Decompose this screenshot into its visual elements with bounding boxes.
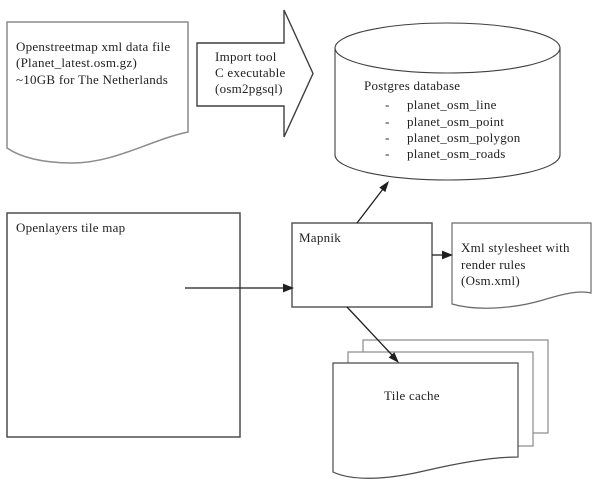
text-line: Openstreetmap xml data file [16,39,171,54]
openlayers-box [6,212,241,438]
tile-cache-label: Tile cache [384,388,440,404]
list-dash: - [385,146,390,162]
database-table-name: planet_osm_roads [407,146,506,162]
stylesheet-label: Xml stylesheet with render rules (Osm.xm… [461,240,570,290]
openlayers-label: Openlayers tile map [16,220,125,236]
database-table-name: planet_osm_line [407,97,497,113]
tile-cache-front-document-shape [332,362,519,479]
osm-file-label: Openstreetmap xml data file (Planet_late… [16,39,170,88]
list-dash: - [385,97,390,113]
text-line: Import tool [215,49,277,64]
text-line: render rules [461,256,526,272]
text-line: Mapnik [299,230,341,245]
text-line: (Planet_latest.osm.gz) [16,55,138,71]
arrow-mapnik-to-stylesheet [432,250,453,260]
text-line: Xml stylesheet with [461,240,570,255]
import-tool-label: Import tool C executable (osm2pgsql) [215,49,286,97]
osm-file-document-shape [6,21,189,164]
mapnik-box [291,222,433,308]
database-label: Postgres database - planet_osm_line - pl… [364,78,521,162]
arrow-mapnik-to-database [356,181,389,224]
arrow-mapnik-to-tilecache [346,306,399,363]
text-line: (osm2pgsql) [215,81,283,96]
text-line: Openlayers tile map [16,220,126,235]
import-tool-block-arrow [196,9,314,138]
list-dash: - [385,113,390,129]
text-line: Tile cache [384,388,440,403]
text-line: ~10GB for The Netherlands [16,71,169,87]
tile-cache-stack [332,339,549,479]
text-line: (Osm.xml) [461,273,520,288]
text-line: C executable [215,65,286,80]
database-table-row: - planet_osm_polygon [364,130,521,146]
database-table-row: - planet_osm_line [364,97,521,113]
database-table-row: - planet_osm_point [364,114,521,130]
database-table-name: planet_osm_point [407,113,505,129]
database-table-name: planet_osm_polygon [407,129,521,145]
postgres-database-cylinder [334,22,561,181]
mapnik-label: Mapnik [299,230,341,246]
database-title: Postgres database [364,78,461,93]
database-table-row: - planet_osm_roads [364,146,521,162]
stylesheet-document-shape [451,222,592,309]
arrow-openlayers-to-mapnik [185,283,294,293]
list-dash: - [385,129,390,145]
